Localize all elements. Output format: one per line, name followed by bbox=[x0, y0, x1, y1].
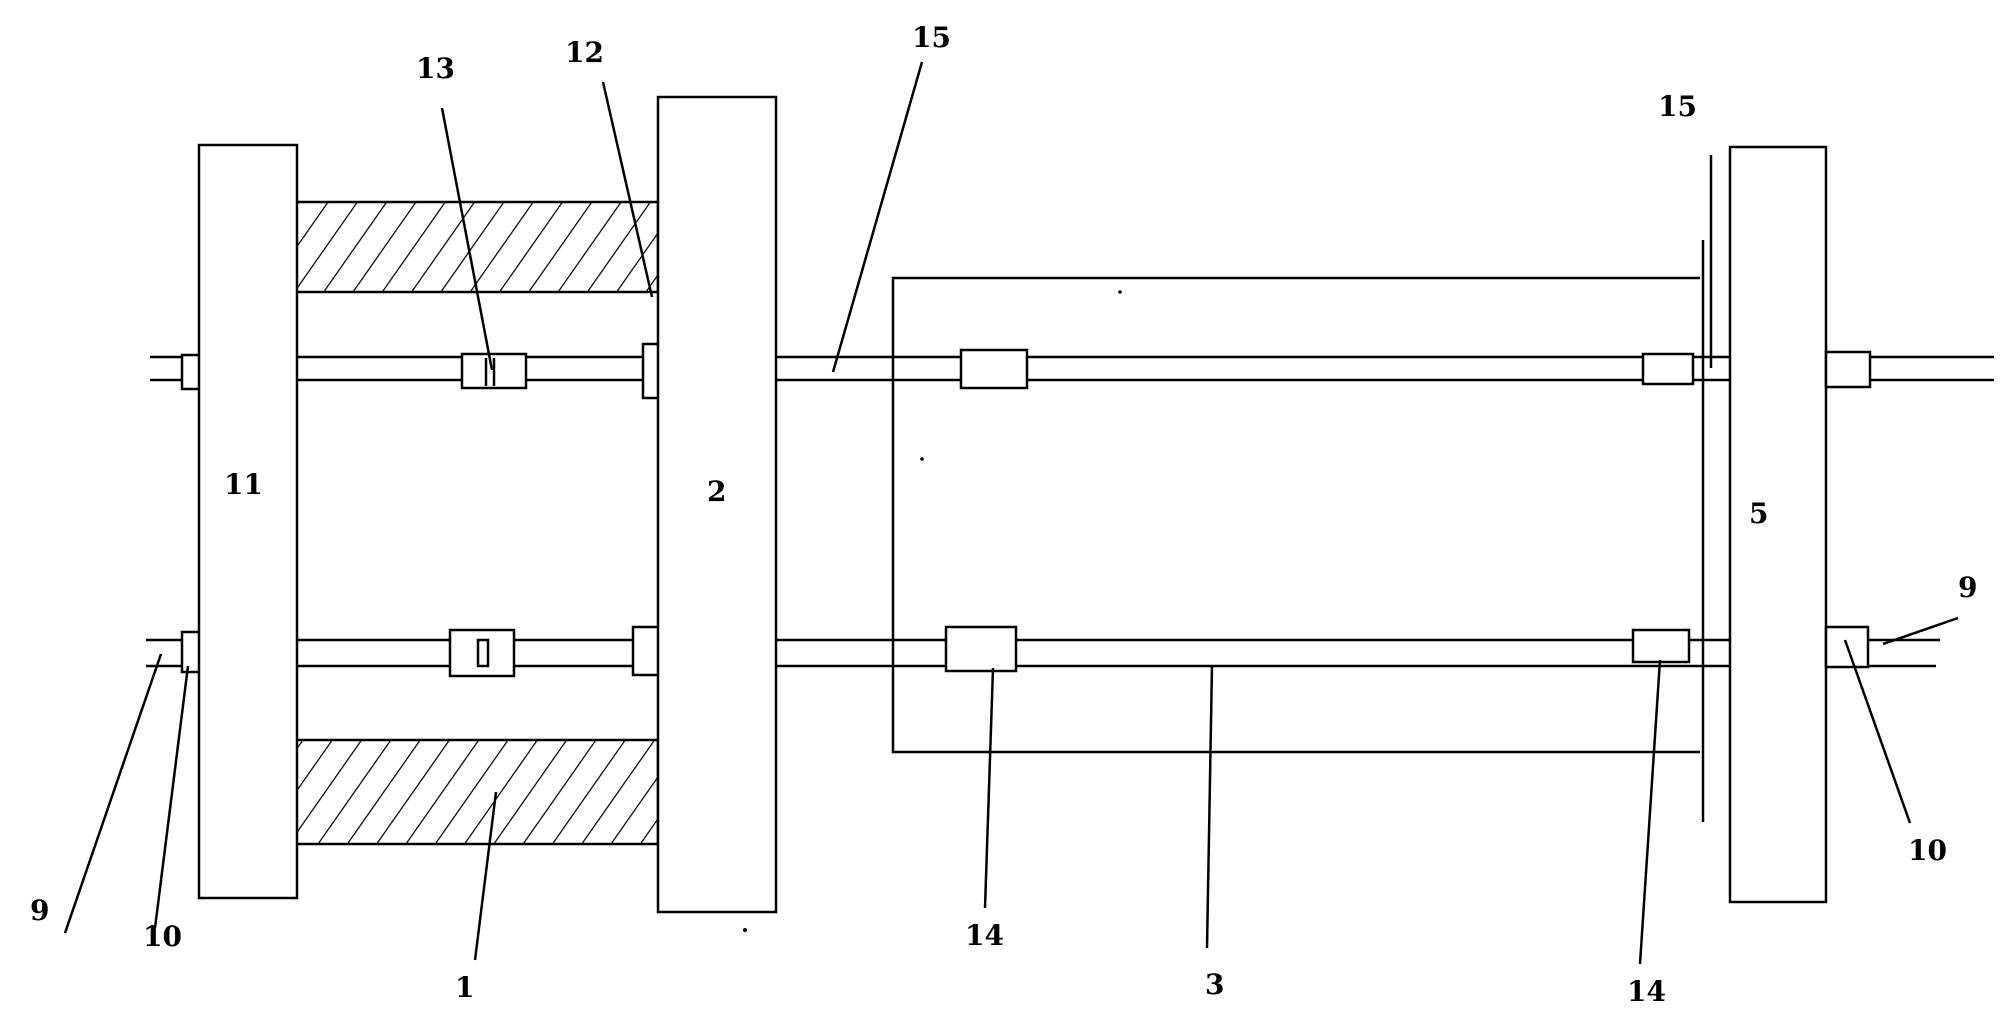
leader-10-right bbox=[1843, 639, 1912, 824]
leader-13 bbox=[440, 107, 494, 371]
upper-right-slider bbox=[1641, 352, 1695, 386]
label-9-right: 9 bbox=[1958, 571, 1977, 604]
lower-left-slider bbox=[944, 625, 1018, 673]
label-15-left: 15 bbox=[912, 21, 951, 54]
label-14-right: 14 bbox=[1627, 975, 1666, 1008]
label-9-left: 9 bbox=[30, 894, 49, 927]
right-upper-stop bbox=[1824, 350, 1872, 389]
lower-hatched-block bbox=[294, 738, 660, 846]
plate-2 bbox=[656, 95, 778, 914]
leader-15-left bbox=[831, 61, 924, 373]
left-upper-stop bbox=[180, 353, 202, 391]
stray-dot bbox=[920, 457, 924, 461]
plate-5 bbox=[1728, 145, 1828, 904]
leader-1 bbox=[473, 791, 498, 961]
label-5: 5 bbox=[1749, 497, 1768, 530]
leader-14-left bbox=[983, 667, 995, 909]
label-12: 12 bbox=[565, 36, 604, 69]
leader-9-right bbox=[1882, 616, 1959, 646]
upper-hatched-block bbox=[294, 200, 660, 294]
stray-dot bbox=[743, 928, 747, 932]
frame-outline bbox=[891, 276, 1700, 754]
lower-bushing bbox=[631, 625, 661, 677]
leader-3 bbox=[1205, 665, 1214, 949]
upper-left-slider bbox=[959, 348, 1029, 390]
leader-12 bbox=[601, 81, 654, 298]
lower-coupling-inner bbox=[476, 638, 490, 668]
leader-14-right bbox=[1638, 659, 1662, 965]
label-14-left: 14 bbox=[965, 919, 1004, 952]
leader-9-left bbox=[63, 653, 163, 934]
label-3: 3 bbox=[1205, 968, 1224, 1001]
leader-10-left bbox=[153, 665, 190, 929]
left-lower-stop bbox=[180, 630, 202, 674]
stray-dot bbox=[1118, 290, 1122, 294]
upper-rod bbox=[150, 355, 1994, 382]
label-11: 11 bbox=[224, 468, 263, 501]
plate-11 bbox=[197, 143, 299, 900]
label-1: 1 bbox=[455, 971, 474, 1004]
label-10-left: 10 bbox=[143, 920, 182, 953]
label-10-right: 10 bbox=[1908, 834, 1947, 867]
label-15-right: 15 bbox=[1658, 90, 1697, 123]
label-13: 13 bbox=[416, 52, 455, 85]
label-2: 2 bbox=[707, 475, 726, 508]
lower-right-slider bbox=[1631, 628, 1691, 664]
